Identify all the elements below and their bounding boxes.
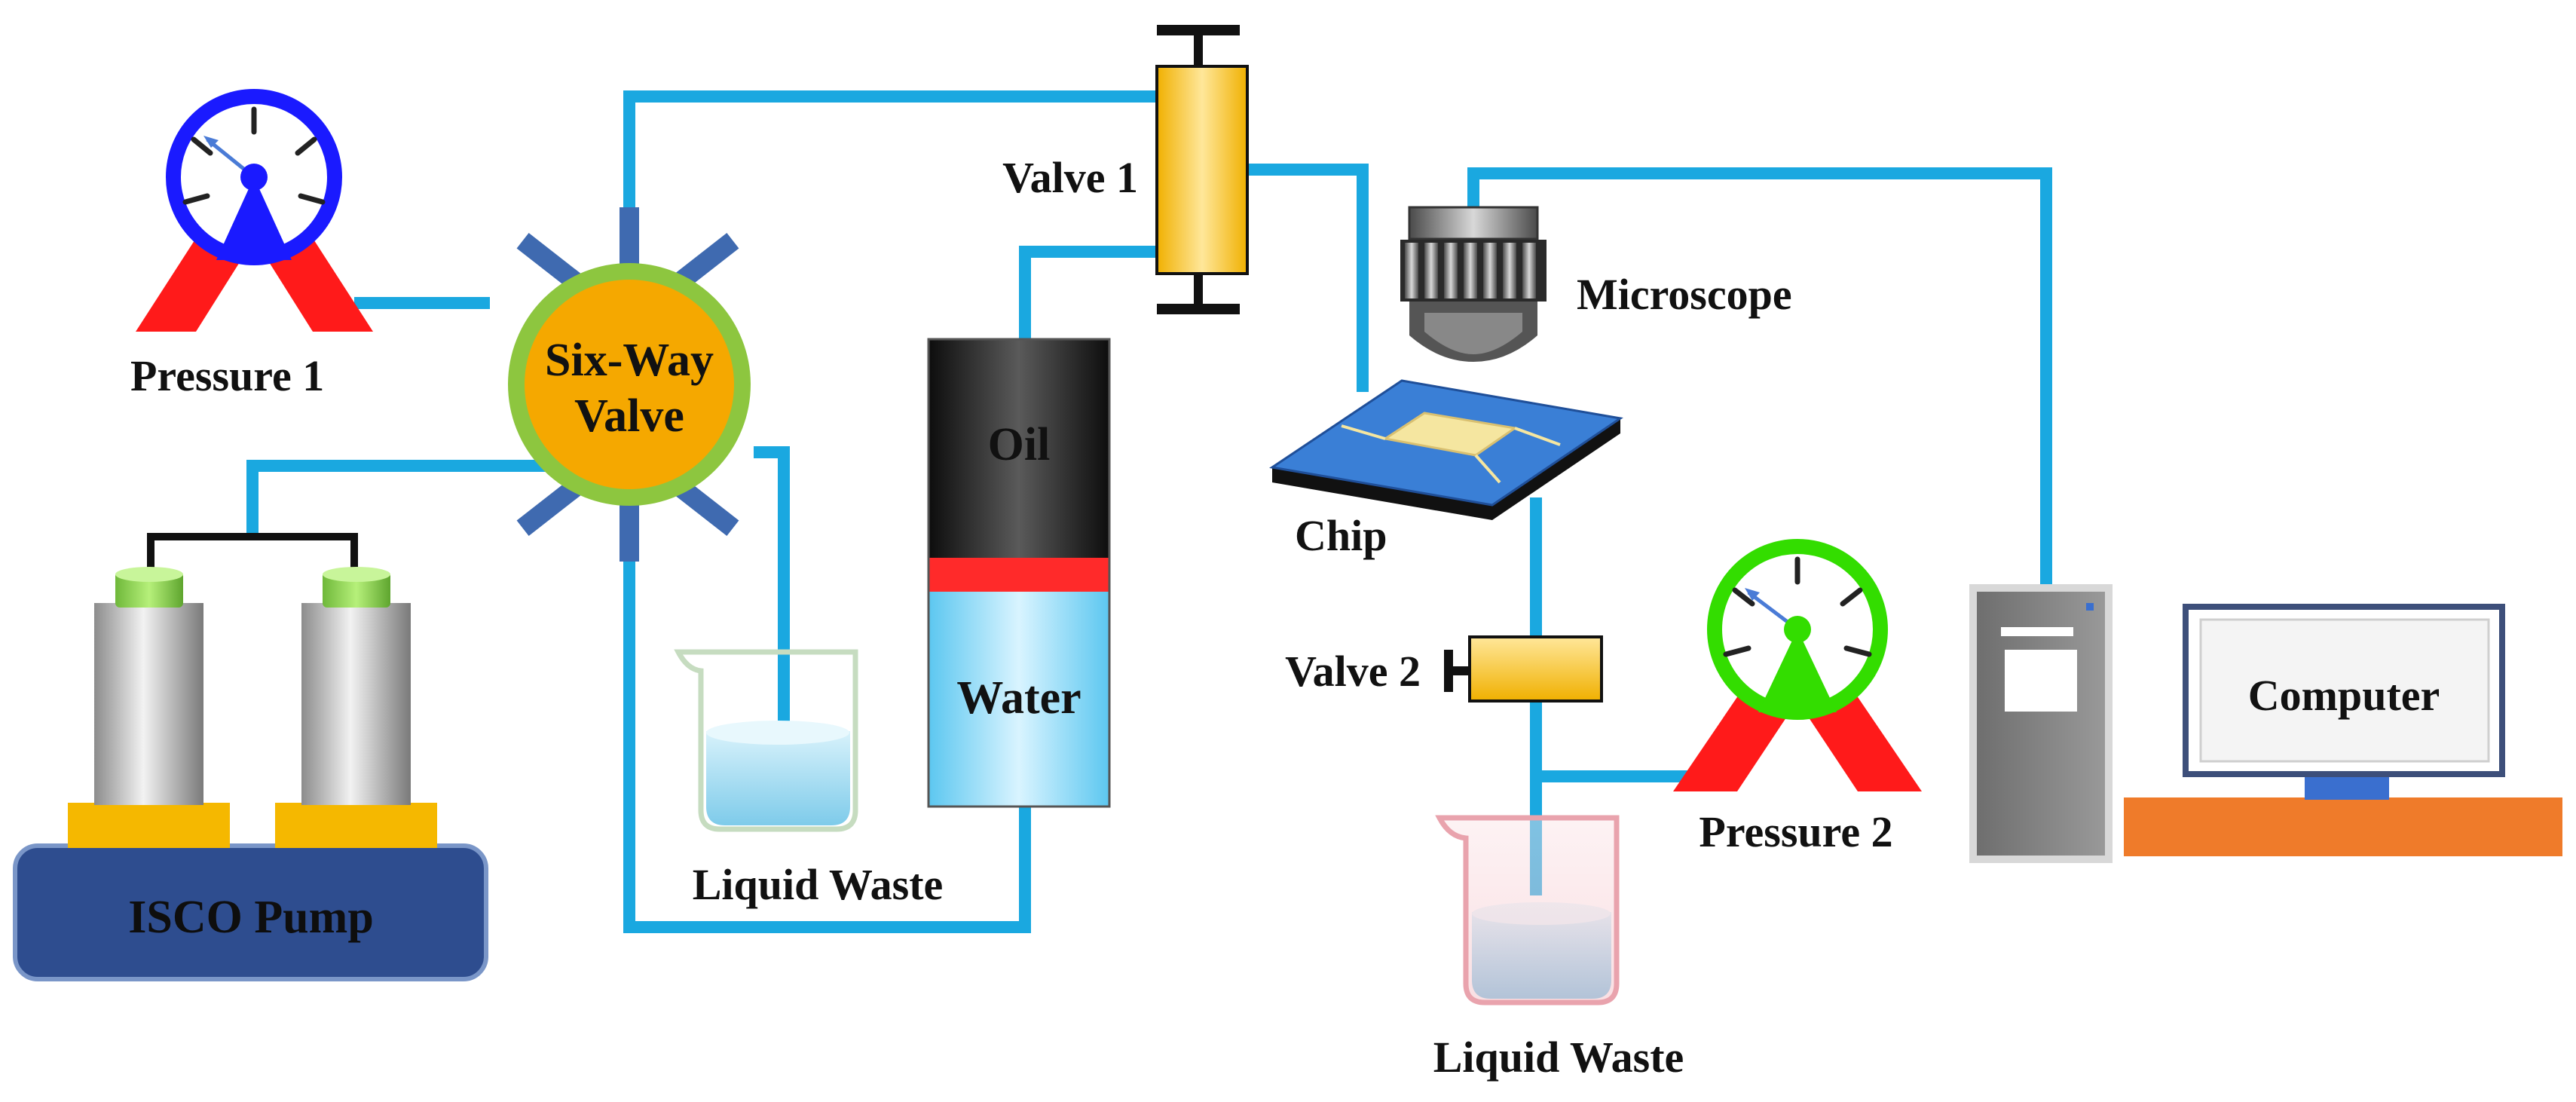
six-way-valve-icon — [508, 207, 751, 562]
monitor-stand — [2305, 774, 2389, 800]
valve1-body — [1155, 65, 1249, 275]
pump-right-plate — [275, 803, 437, 848]
interface-layer — [929, 558, 1109, 592]
desk — [2124, 797, 2562, 856]
pump-manifold — [147, 533, 358, 573]
cylinder-icon — [927, 338, 1111, 808]
gauge2-needle-base — [1758, 629, 1837, 712]
valve-icon-1 — [1155, 25, 1249, 314]
isco-pump-icon — [13, 533, 488, 981]
computer-tower-icon — [1969, 584, 2113, 863]
pump-base — [13, 843, 488, 981]
beaker1-glass — [674, 649, 858, 832]
water-label: Water — [956, 672, 1081, 724]
pressure1-label: Pressure 1 — [130, 351, 324, 400]
six-way-valve-label-line1: Six-Way — [545, 335, 714, 386]
valve-icon-2 — [1444, 635, 1603, 703]
monitor-icon — [2124, 604, 2562, 856]
beaker2-glass — [1435, 815, 1620, 1006]
pressure2-label: Pressure 2 — [1699, 807, 1892, 856]
pump-left-cylinder — [94, 603, 203, 805]
tube-sixway-to-valve1 — [623, 90, 1157, 219]
pressure-gauge-1 — [136, 89, 373, 332]
beaker1-liquid — [706, 731, 850, 825]
tube-microscope-to-computer — [1467, 167, 2052, 588]
liquid-waste-2-label: Liquid Waste — [1433, 1033, 1684, 1082]
pump-left-plate — [68, 803, 230, 848]
six-way-valve-label-line2: Valve — [574, 390, 684, 442]
pump-right-cylinder — [301, 603, 411, 805]
tube-sixway-to-waste1 — [754, 446, 790, 731]
liquid-waste-1-label: Liquid Waste — [693, 860, 944, 909]
water-section — [929, 592, 1109, 807]
tubing-network — [246, 90, 2052, 933]
valve1-label: Valve 1 — [1002, 153, 1138, 202]
microscope-label: Microscope — [1577, 270, 1792, 319]
chip-label: Chip — [1295, 511, 1387, 560]
tube-pump-to-sixway — [246, 460, 550, 537]
valve2-body — [1468, 635, 1603, 703]
oil-section — [929, 339, 1109, 558]
tube-valve1-to-chip — [1247, 164, 1369, 392]
oil-label: Oil — [988, 419, 1051, 470]
six-way-valve-body — [508, 263, 751, 506]
microscope-icon — [1400, 206, 1547, 362]
monitor-screen — [2199, 618, 2490, 763]
beaker-icon-waste1 — [674, 649, 858, 832]
valve2-label: Valve 2 — [1285, 647, 1421, 696]
beaker-icon-waste2 — [1435, 815, 1620, 1006]
isco-pump-label: ISCO Pump — [128, 892, 374, 943]
tube-sixway-to-water — [623, 543, 1031, 933]
computer-label: Computer — [2248, 671, 2440, 720]
tube-oil-to-valve1 — [1019, 246, 1157, 339]
microchip-icon — [1269, 379, 1623, 520]
pressure-gauge-2 — [1673, 539, 1922, 791]
gauge1-needle-base — [216, 177, 292, 260]
